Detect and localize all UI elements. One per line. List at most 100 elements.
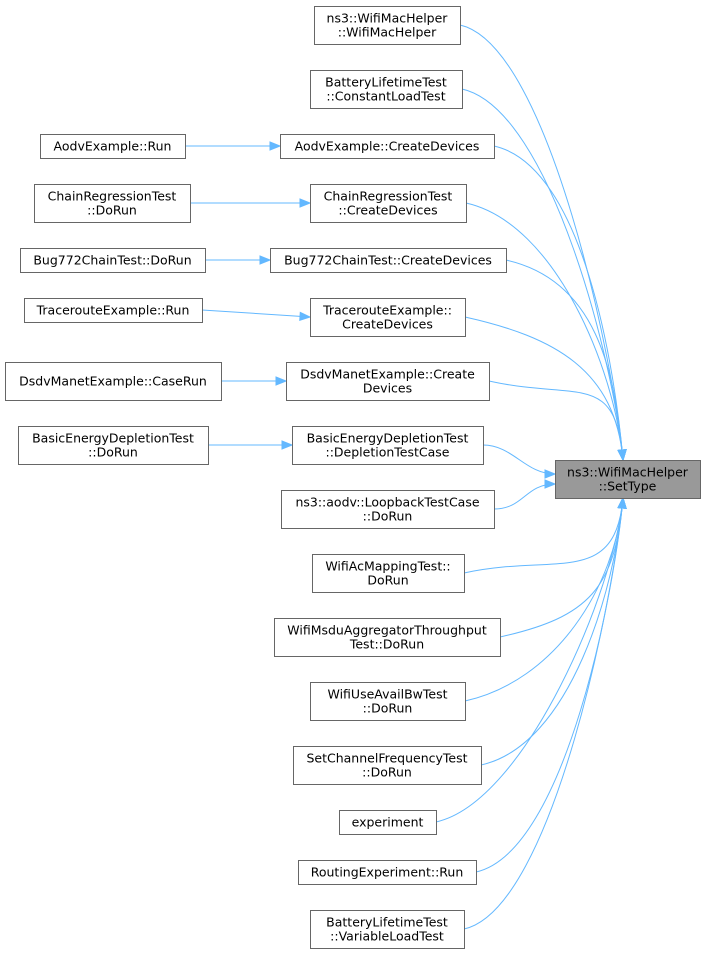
node-box[interactable] [280, 134, 495, 159]
node-label-line: ::ConstantLoadTest [326, 89, 445, 104]
node-box[interactable] [20, 248, 206, 273]
node-box[interactable] [339, 810, 437, 835]
node-batterylifetimetest-constantloadtest[interactable]: BatteryLifetimeTest::ConstantLoadTest [310, 70, 463, 109]
node-label-line: DsdvManetExample::CaseRun [19, 374, 207, 389]
edge-c14-to-target [435, 497, 624, 823]
node-ns3-wifimachelper-wifimachelper[interactable]: ns3::WifiMacHelper::WifiMacHelper [314, 6, 461, 45]
edge-c3-to-target [493, 145, 624, 461]
node-setchannelfrequencytest-dorun[interactable]: SetChannelFrequencyTest::DoRun [293, 746, 482, 785]
node-label-line: Bug772ChainTest::CreateDevices [284, 253, 492, 268]
node-experiment[interactable]: experiment [339, 810, 437, 835]
node-label-line: ::DoRun [363, 701, 413, 716]
arrowhead-icon [299, 198, 312, 208]
arrowhead-icon [299, 311, 312, 322]
node-dsdvmanetexample-createdevices[interactable]: DsdvManetExample::CreateDevices [286, 362, 490, 401]
node-box[interactable] [555, 460, 701, 499]
node-label-line: ChainRegressionTest [324, 189, 453, 204]
node-box[interactable] [310, 298, 466, 337]
node-label-line: Test::DoRun [349, 637, 424, 652]
node-box[interactable] [314, 6, 461, 45]
node-label-line: ::WifiMacHelper [338, 25, 437, 40]
node-box[interactable] [312, 554, 465, 593]
node-label-line: TracerouteExample::Run [36, 303, 190, 318]
node-label-line: experiment [352, 815, 424, 830]
node-routingexperiment-run[interactable]: RoutingExperiment::Run [298, 860, 477, 885]
node-ns3-aodv-loopbacktestcase-dorun[interactable]: ns3::aodv::LoopbackTestCase::DoRun [281, 490, 495, 529]
node-label-line: WifiMsduAggregatorThroughput [287, 623, 487, 638]
edge-c10-to-target [463, 497, 624, 574]
node-label-line: ::VariableLoadTest [330, 929, 444, 944]
node-bug772chaintest-createdevices[interactable]: Bug772ChainTest::CreateDevices [270, 248, 507, 273]
node-label-line: DsdvManetExample::Create [300, 367, 475, 382]
node-label-line: Devices [363, 381, 412, 396]
node-box[interactable] [270, 248, 507, 273]
node-label-line: BatteryLifetimeTest [325, 75, 447, 90]
edge-c5-to-target [505, 259, 624, 461]
node-label-line: ::SetType [599, 479, 657, 494]
node-label-line: ::DoRun [362, 765, 412, 780]
node-box[interactable] [292, 426, 484, 465]
node-label-line: ::DoRun [87, 203, 137, 218]
target-node[interactable]: ns3::WifiMacHelper::SetType [555, 460, 701, 499]
node-aodvexample-run[interactable]: AodvExample::Run [40, 134, 186, 159]
call-edges [185, 24, 627, 930]
node-box[interactable] [298, 860, 477, 885]
edge-c16-to-target [463, 497, 624, 930]
edge-c2-to-target [461, 88, 624, 461]
node-chainregressiontest-dorun[interactable]: ChainRegressionTest::DoRun [34, 184, 191, 223]
node-label-line: RoutingExperiment::Run [311, 865, 464, 880]
node-tracerouteexample-run[interactable]: TracerouteExample::Run [24, 298, 203, 323]
node-box[interactable] [310, 70, 463, 109]
edge-c4-to-target [465, 202, 624, 461]
node-basicenergydepletiontest-dorun[interactable]: BasicEnergyDepletionTest::DoRun [18, 426, 209, 465]
node-label-line: CreateDevices [342, 317, 433, 332]
arrowhead-icon [617, 496, 627, 509]
node-label-line: WifiUseAvailBwTest [327, 687, 447, 702]
node-bug772chaintest-dorun[interactable]: Bug772ChainTest::DoRun [20, 248, 206, 273]
node-box[interactable] [40, 134, 186, 159]
node-batterylifetimetest-variableloadtest[interactable]: BatteryLifetimeTest::VariableLoadTest [310, 910, 465, 949]
node-label-line: BasicEnergyDepletionTest [307, 431, 469, 446]
node-box[interactable] [310, 910, 465, 949]
node-label-line: BatteryLifetimeTest [326, 915, 448, 930]
node-label-line: TracerouteExample:: [322, 303, 452, 318]
node-label-line: DoRun [367, 573, 408, 588]
node-box[interactable] [34, 184, 191, 223]
edge-c15-to-target [475, 497, 624, 873]
node-box[interactable] [310, 184, 467, 223]
node-label-line: ::CreateDevices [338, 203, 437, 218]
node-label-line: WifiAcMappingTest:: [325, 559, 450, 574]
node-wifiacmappingtest-dorun[interactable]: WifiAcMappingTest::DoRun [312, 554, 465, 593]
edge-s4-to-c6 [201, 309, 311, 318]
node-label-line: AodvExample::CreateDevices [295, 139, 480, 154]
node-box[interactable] [18, 426, 209, 465]
arrowhead-icon [281, 440, 294, 450]
arrowhead-icon [275, 376, 288, 386]
node-aodvexample-createdevices[interactable]: AodvExample::CreateDevices [280, 134, 495, 159]
node-box[interactable] [5, 362, 222, 401]
node-wifiuseavailbwtest-dorun[interactable]: WifiUseAvailBwTest::DoRun [310, 682, 466, 721]
node-basicenergydepletiontest-depletiontestcase[interactable]: BasicEnergyDepletionTest::DepletionTestC… [292, 426, 484, 465]
node-tracerouteexample-createdevices[interactable]: TracerouteExample::CreateDevices [310, 298, 466, 337]
node-label-line: BasicEnergyDepletionTest [32, 431, 194, 446]
arrowhead-icon [617, 449, 627, 462]
graph-nodes: ns3::WifiMacHelper::SetTypens3::WifiMacH… [5, 6, 701, 949]
node-box[interactable] [310, 682, 466, 721]
node-label-line: ns3::WifiMacHelper [567, 465, 689, 480]
node-box[interactable] [293, 746, 482, 785]
node-chainregressiontest-createdevices[interactable]: ChainRegressionTest::CreateDevices [310, 184, 467, 223]
node-box[interactable] [274, 618, 501, 657]
node-label-line: ChainRegressionTest [48, 189, 177, 204]
node-box[interactable] [286, 362, 490, 401]
edge-c8-to-target [482, 444, 556, 475]
node-dsdvmanetexample-caserun[interactable]: DsdvManetExample::CaseRun [5, 362, 222, 401]
arrowhead-icon [259, 255, 272, 265]
node-box[interactable] [281, 490, 495, 529]
arrowhead-icon [544, 479, 557, 489]
arrowhead-icon [269, 141, 282, 151]
node-label-line: AodvExample::Run [54, 139, 172, 154]
node-label-line: SetChannelFrequencyTest [306, 751, 467, 766]
node-box[interactable] [24, 298, 203, 323]
